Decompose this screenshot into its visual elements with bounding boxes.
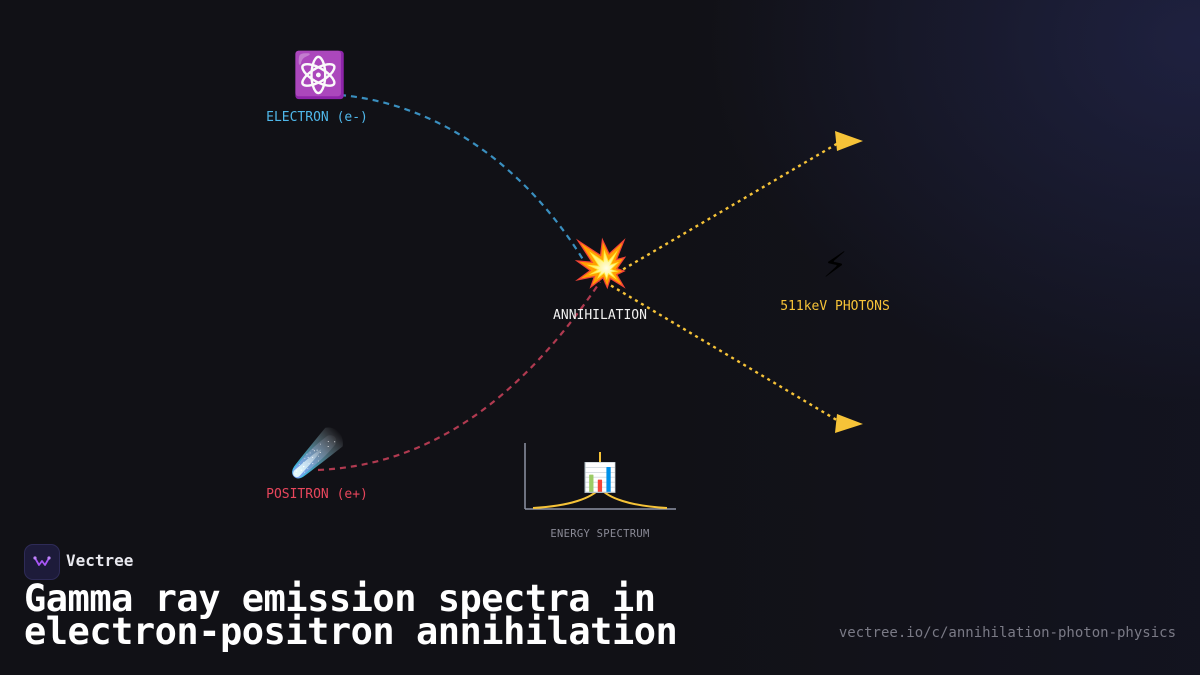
photon-ray-upper	[604, 140, 841, 282]
comet-icon: ☄️	[290, 428, 345, 479]
photons-label: 511keV PHOTONS	[780, 299, 890, 314]
energy-spectrum-chart	[524, 443, 676, 510]
electron-label: ELECTRON (e-)	[266, 110, 368, 125]
photon-arrowhead-upper	[835, 131, 863, 151]
brand-name: Vectree	[66, 551, 134, 570]
vectree-logo	[24, 544, 60, 580]
electron-path	[339, 93, 596, 281]
vectree-logo-icon	[33, 556, 51, 566]
positron-label: POSITRON (e+)	[266, 487, 368, 502]
title-line-2: electron-positron annihilation	[24, 610, 678, 653]
collision-icon: 💥	[572, 236, 630, 290]
positron-path	[317, 281, 601, 472]
atom-icon: ⚛️	[292, 50, 347, 101]
title-line-1: Gamma ray emission spectra in	[24, 577, 656, 620]
source-url[interactable]: vectree.io/c/annihilation-photon-physics	[838, 625, 1176, 641]
page-title: Gamma ray emission spectra in electron-p…	[24, 577, 804, 653]
energy-spectrum-label: ENERGY SPECTRUM	[550, 528, 650, 540]
annihilation-label: ANNIHILATION	[553, 308, 647, 323]
bar-chart-icon: 📊	[582, 461, 618, 494]
photon-arrowhead-lower	[835, 414, 863, 433]
lightning-icon: ⚡	[822, 241, 848, 287]
